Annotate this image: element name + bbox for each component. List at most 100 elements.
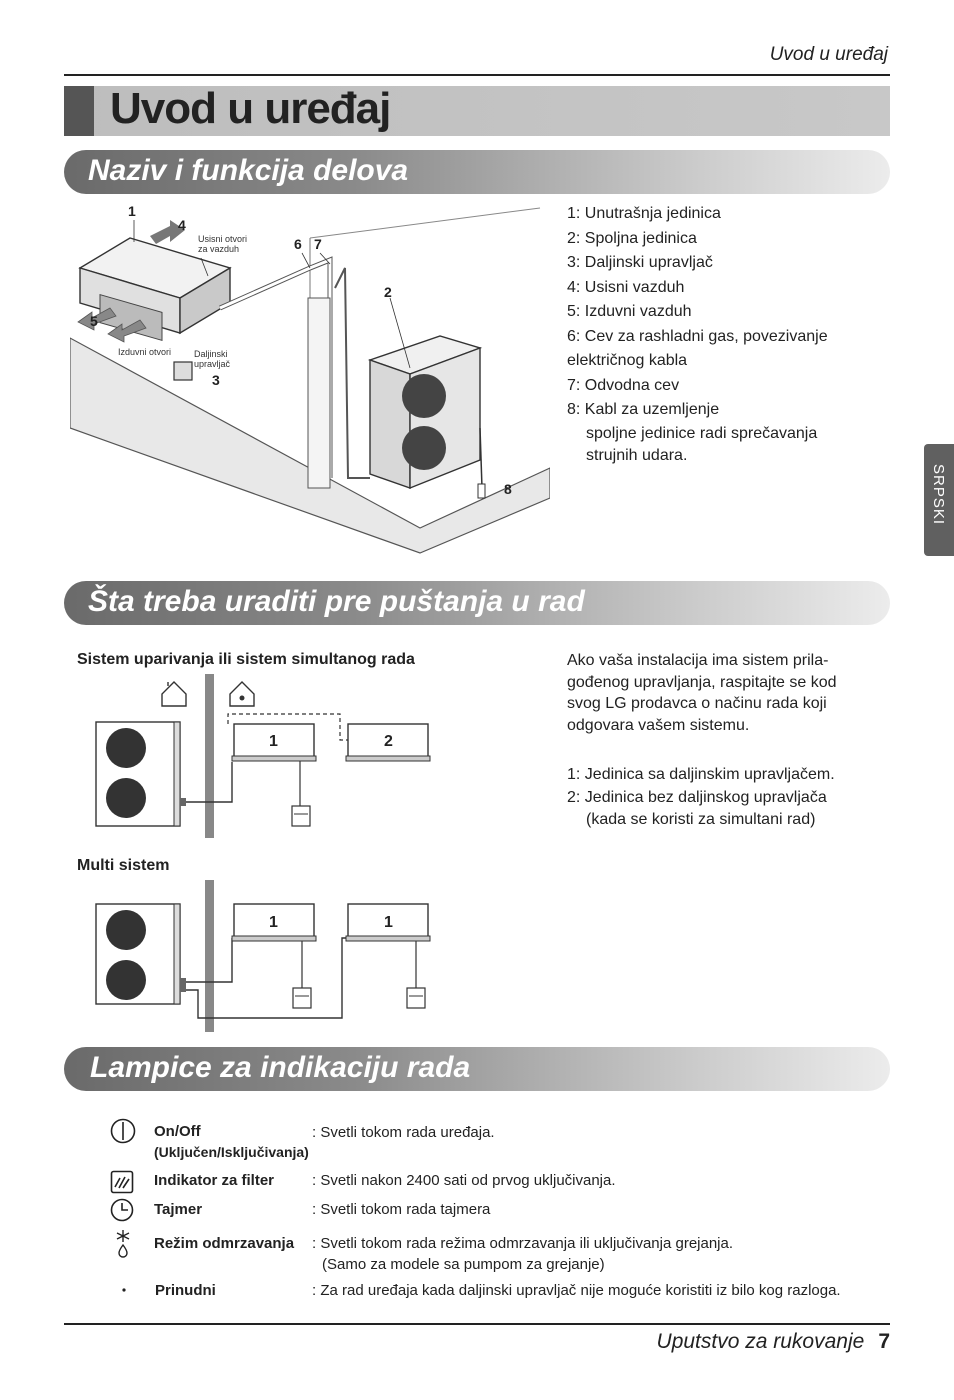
defrost-icon bbox=[116, 1230, 130, 1258]
indicator-name-defrost: Režim odmrzavanja bbox=[154, 1235, 295, 1252]
section-lamps-title: Lampice za indikaciju rada bbox=[90, 1051, 471, 1084]
house-dot bbox=[239, 695, 245, 701]
callout-2 bbox=[389, 297, 411, 369]
page-title: Uvod u uređaj bbox=[110, 84, 391, 133]
running-header: Uvod u uređaj bbox=[769, 44, 888, 65]
header-rule bbox=[64, 74, 890, 76]
label-4: 4 bbox=[178, 217, 186, 233]
section-parts-title: Naziv i funkcija delova bbox=[88, 154, 409, 187]
parts-list-item: 6: Cev za rashladni gas, povezivanje bbox=[567, 327, 828, 345]
label-6: 6 bbox=[294, 236, 302, 252]
exhaust-arrow-1 bbox=[77, 307, 117, 331]
wall-top bbox=[309, 207, 541, 239]
parts-list-item: 2: Spoljna jedinica bbox=[567, 229, 697, 247]
indicator-desc-timer: : Svetli tokom rada tajmera bbox=[312, 1201, 491, 1218]
refrigerant-line bbox=[186, 762, 233, 803]
label-2: 2 bbox=[384, 284, 392, 300]
wall bbox=[205, 674, 214, 838]
intake-arrow bbox=[150, 220, 185, 244]
remote-label-2: upravljač bbox=[194, 359, 231, 369]
indicator-desc-defrost-note: (Samo za modele sa pumpom za grejanje) bbox=[322, 1256, 605, 1273]
callout-intake bbox=[200, 257, 209, 277]
label-5: 5 bbox=[90, 313, 98, 329]
indicator-desc-onoff: : Svetli tokom rada uređaja. bbox=[312, 1124, 495, 1141]
outdoor-fan-bottom bbox=[402, 426, 446, 470]
remote-controller-2 bbox=[406, 987, 426, 1009]
section-before-bar: Šta treba uraditi pre puštanja u rad bbox=[64, 581, 890, 625]
outdoor-fan-bottom bbox=[106, 778, 146, 818]
section-parts-bar: Naziv i funkcija delova bbox=[64, 150, 890, 194]
indicator-name-onoff-sub: (Uključen/Isključivanja) bbox=[154, 1144, 309, 1160]
refrigerant-line-1 bbox=[186, 938, 233, 983]
indoor-unit-1 bbox=[233, 723, 315, 758]
drain-pipe bbox=[334, 267, 370, 479]
indicator-desc-filter: : Svetli nakon 2400 sati od prvog uključ… bbox=[312, 1172, 616, 1189]
language-tab-label: SRPSKI bbox=[930, 464, 947, 526]
indicator-desc-defrost: : Svetli tokom rada režima odmrzavanja i… bbox=[312, 1235, 734, 1252]
system-note-line: svog LG prodavca o načinu rada koji bbox=[567, 695, 827, 712]
parts-diagram: 1 4 Usisni otvori za vazduh 6 7 2 5 Izdu… bbox=[70, 203, 550, 554]
parts-list-item: 4: Usisni vazduh bbox=[567, 278, 685, 296]
simultaneous-link bbox=[227, 713, 348, 741]
callout-6 bbox=[301, 252, 311, 269]
page-title-bar: Uvod u uređaj bbox=[64, 84, 890, 136]
system-note-line: odgovara vašem sistemu. bbox=[567, 716, 750, 734]
ground-shape bbox=[70, 337, 550, 554]
wall bbox=[205, 880, 214, 1032]
clock-icon bbox=[110, 1198, 134, 1222]
callout-7 bbox=[319, 252, 331, 265]
indicator-desc-forced: : Za rad uređaja kada daljinski upravlja… bbox=[312, 1282, 841, 1299]
parts-list-item: 8: Kabl za uzemljenje bbox=[567, 401, 720, 418]
indicator-name-timer: Tajmer bbox=[154, 1201, 203, 1218]
unit-2-label: 2 bbox=[384, 733, 393, 750]
dot-icon bbox=[122, 1288, 126, 1292]
language-tab: SRPSKI bbox=[924, 444, 954, 556]
indoor-unit-1 bbox=[233, 903, 315, 938]
outdoor-unit-side bbox=[369, 359, 411, 489]
outdoor-fan-top bbox=[402, 374, 446, 418]
label-1: 1 bbox=[128, 203, 136, 219]
power-icon bbox=[110, 1118, 136, 1144]
indoor-house-icon-2 bbox=[229, 681, 255, 707]
unit-1-label: 1 bbox=[269, 733, 278, 750]
indoor-house-icon bbox=[161, 681, 187, 707]
remote-label-1: Daljinski bbox=[194, 349, 228, 359]
outdoor-fan-top bbox=[106, 910, 146, 950]
outdoor-unit-side bbox=[173, 903, 181, 1005]
refrigerant-line-2 bbox=[186, 937, 348, 1019]
parts-list-item: 1: Unutrašnja jedinica bbox=[567, 205, 721, 222]
outdoor-fan-top bbox=[106, 728, 146, 768]
label-7: 7 bbox=[314, 236, 322, 252]
indicator-name-onoff: On/Off bbox=[154, 1123, 201, 1140]
outdoor-valve bbox=[180, 798, 186, 806]
paired-system-diagram: 1 2 bbox=[95, 674, 431, 838]
parts-list-item: električnog kabla bbox=[567, 352, 688, 369]
remote-controller-1 bbox=[292, 987, 312, 1009]
outdoor-valves bbox=[180, 978, 186, 992]
footer-rule bbox=[64, 1323, 890, 1325]
label-3: 3 bbox=[212, 372, 220, 388]
parts-list-item: 3: Daljinski upravljač bbox=[567, 254, 713, 271]
indoor-unit-1-panel bbox=[231, 935, 317, 942]
system-legend: 1: Jedinica sa daljinskim upravljačem. 2… bbox=[567, 763, 835, 830]
filter-icon bbox=[110, 1170, 134, 1194]
system-note-line: Ako vaša instalacija ima sistem prila- bbox=[567, 652, 829, 669]
exhaust-label: Izduvni otvori bbox=[118, 347, 171, 357]
intake-label-1: Usisni otvori bbox=[198, 234, 247, 244]
system-legend-item: 1: Jedinica sa daljinskim upravljačem. bbox=[567, 766, 835, 783]
indoor-unit-2-panel bbox=[345, 755, 431, 762]
outdoor-fan-bottom bbox=[106, 960, 146, 1000]
parts-list-item: spoljne jedinice radi sprečavanja bbox=[586, 424, 818, 442]
ground-cable bbox=[479, 427, 483, 489]
remote-controller bbox=[291, 805, 311, 827]
page-number: 7 bbox=[878, 1330, 890, 1353]
multi-system-diagram: 1 1 bbox=[95, 880, 431, 1032]
indoor-unit-2-panel bbox=[345, 935, 431, 942]
parts-list-item: strujnih udara. bbox=[586, 446, 688, 464]
system-note: Ako vaša instalacija ima sistem prila- g… bbox=[567, 650, 837, 736]
ground-rod bbox=[477, 483, 486, 499]
system-note-line: gođenog upravljanja, raspitajte se kod bbox=[567, 673, 837, 691]
title-marker bbox=[64, 86, 94, 136]
indicator-name-filter: Indikator za filter bbox=[154, 1172, 275, 1189]
